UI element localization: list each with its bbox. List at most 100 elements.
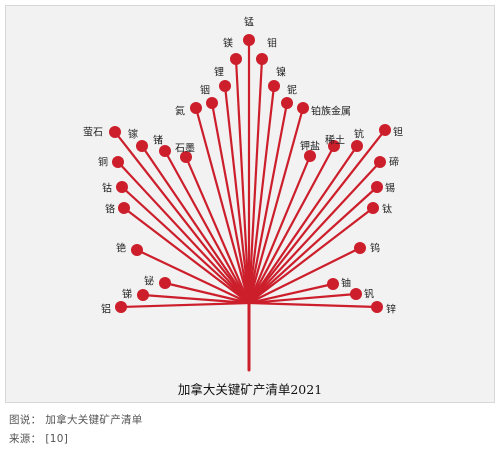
node-zhe [159, 145, 171, 157]
label-mu: 钼 [267, 37, 277, 50]
stem-li [223, 84, 251, 305]
stem-nie [247, 84, 276, 305]
stem-xi [247, 185, 379, 305]
source-caption-label: 来源： [9, 433, 42, 445]
stem-dan [194, 106, 251, 305]
stem-bi [163, 281, 251, 305]
node-se [131, 244, 143, 256]
stem-gu [120, 185, 251, 305]
stem-jia [140, 144, 251, 305]
stem-yingshi [113, 130, 251, 305]
stem-lv [119, 301, 251, 309]
stem-ni [247, 101, 289, 305]
node-yin [206, 97, 218, 109]
label-tai: 钛 [382, 204, 392, 216]
label-di: 碲 [389, 156, 399, 169]
node-gu [116, 181, 128, 193]
node-fan [350, 288, 362, 300]
node-tai [367, 202, 379, 214]
label-se: 铯 [116, 242, 126, 255]
node-tan [379, 124, 391, 136]
node-nie [268, 80, 280, 92]
node-xitu [328, 140, 340, 152]
label-tong: 铜 [98, 157, 108, 169]
stem-shimo [184, 155, 251, 305]
label-jia: 镓 [128, 129, 138, 141]
node-shimo [180, 151, 192, 163]
node-jia [136, 140, 148, 152]
stem-zhe [163, 149, 251, 305]
node-li [219, 80, 231, 92]
label-xitu: 稀土 [325, 134, 345, 147]
label-shimo: 石墨 [175, 143, 195, 155]
label-li: 锂 [214, 67, 224, 79]
stem-yin [210, 101, 251, 305]
stem-bojin [247, 106, 305, 305]
stem-tan [247, 128, 387, 305]
node-jiayan [304, 150, 316, 162]
label-ni: 铌 [287, 84, 297, 97]
label-group: 锰镁钼锂镍铟铌氦铂族金属萤石镓锗石墨钾盐稀土钪钽铜碲钴锡铬钛铯钨铋铀锑钒铝锌 [83, 16, 403, 316]
node-you [327, 278, 339, 290]
label-bojin: 铂族金属 [311, 105, 351, 118]
label-mei: 镁 [223, 37, 233, 50]
stem-ti [141, 293, 251, 305]
node-bojin [297, 102, 309, 114]
label-xin: 锌 [386, 303, 396, 316]
node-ni [281, 97, 293, 109]
label-zhe: 锗 [153, 134, 163, 147]
stem-you [247, 282, 335, 305]
stem-tong [116, 160, 251, 305]
stem-jiayan [247, 154, 312, 305]
figure-caption-value: 加拿大关键矿产清单 [45, 414, 143, 426]
label-ti: 锑 [122, 288, 132, 301]
label-bi: 铋 [144, 275, 154, 288]
node-lv [115, 301, 127, 313]
stem-group [113, 38, 387, 309]
label-you: 铀 [341, 277, 351, 290]
label-ge: 铬 [105, 203, 115, 216]
label-kang: 钪 [354, 128, 364, 141]
label-lv: 铝 [101, 304, 111, 316]
label-meng: 锰 [244, 16, 254, 29]
node-meng [243, 34, 255, 46]
stem-mei [234, 57, 251, 305]
label-xi: 锡 [385, 182, 395, 195]
node-ge [118, 202, 130, 214]
diagram-title: 加拿大关键矿产清单2021 [177, 382, 323, 397]
label-yingshi: 萤石 [83, 127, 103, 139]
label-fan: 钒 [364, 288, 374, 301]
node-mu [256, 53, 268, 65]
stem-tai [247, 206, 375, 305]
label-nie: 镍 [276, 66, 286, 79]
node-mei [230, 53, 242, 65]
figure-caption: 图说：加拿大关键矿产清单 [9, 412, 143, 427]
stem-xitu [247, 144, 336, 305]
label-tan: 钽 [393, 126, 403, 139]
stem-fan [247, 292, 358, 305]
label-gu: 钴 [102, 183, 112, 195]
node-wu [354, 242, 366, 254]
node-tong [112, 156, 124, 168]
node-dan [190, 102, 202, 114]
stem-xin [247, 301, 379, 309]
node-ti [137, 289, 149, 301]
label-yin: 铟 [200, 84, 210, 97]
node-xi [371, 181, 383, 193]
label-jiayan: 钾盐 [300, 140, 320, 153]
source-caption: 来源：[10] [9, 431, 68, 446]
stem-wu [247, 246, 362, 305]
stem-mu [247, 57, 264, 305]
stem-ge [122, 206, 251, 305]
node-kang [351, 140, 363, 152]
node-xin [371, 301, 383, 313]
source-caption-value: [10] [45, 433, 69, 445]
stem-se [135, 248, 251, 305]
node-di [374, 156, 386, 168]
figure-caption-label: 图说： [9, 414, 42, 426]
stem-kang [247, 144, 359, 305]
node-bi [159, 277, 171, 289]
node-group [109, 34, 391, 313]
stem-di [247, 160, 382, 305]
